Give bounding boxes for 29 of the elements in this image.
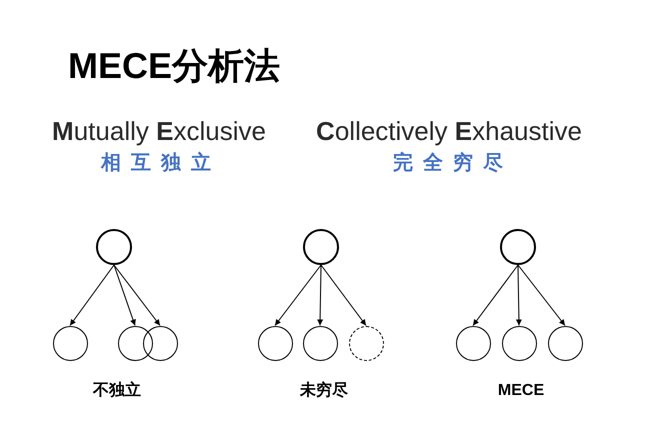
dashed-child-circle <box>348 326 384 360</box>
arrow <box>320 264 366 326</box>
heading: Collectively Exhaustive <box>316 116 582 148</box>
arrow <box>516 264 522 326</box>
subheading: 相互独立 <box>100 151 221 175</box>
arrow <box>317 264 324 326</box>
caption: 未穷尽 <box>300 381 348 400</box>
caption: 不独立 <box>93 381 141 400</box>
parent-circle <box>303 229 339 265</box>
arrow <box>114 264 136 326</box>
subheading: 完全穷尽 <box>392 151 513 175</box>
caption: MECE <box>498 381 544 400</box>
title: MECE分析法 <box>68 44 280 88</box>
child-circle <box>302 326 338 360</box>
arrow <box>472 264 518 326</box>
heading: Mutually Exclusive <box>52 116 266 148</box>
child-circle <box>456 326 490 360</box>
arrow <box>114 264 160 326</box>
child-circle <box>118 326 152 360</box>
child-circle <box>52 326 88 360</box>
arrow <box>274 264 322 326</box>
arrow <box>70 264 114 326</box>
child-circle <box>258 326 292 360</box>
child-circle <box>502 326 536 360</box>
child-circle <box>548 326 582 360</box>
parent-circle <box>500 229 536 265</box>
arrow <box>518 264 566 326</box>
parent-circle <box>96 229 132 265</box>
child-circle <box>142 326 178 360</box>
